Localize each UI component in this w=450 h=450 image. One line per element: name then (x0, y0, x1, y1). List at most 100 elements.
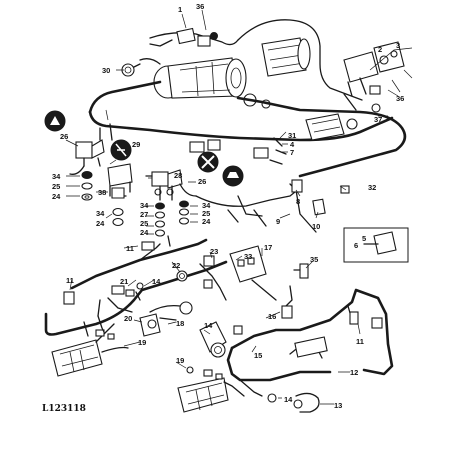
callout-36-right: 36 (396, 94, 404, 103)
connector-8 (291, 179, 303, 193)
lower-harness-upper (70, 238, 208, 290)
callout-32: 32 (368, 183, 376, 192)
callout-11-left: 11 (66, 276, 74, 285)
callout-13: 13 (334, 401, 342, 410)
callout-36-top: 36 (196, 2, 204, 11)
callout-18: 18 (176, 319, 184, 328)
fastener-14 (136, 282, 144, 290)
callout-37: 37 (374, 115, 382, 124)
callout-34-left: 34 (52, 172, 61, 181)
callout-21: 21 (120, 277, 128, 286)
callout-3: 3 (396, 41, 400, 50)
fastener-14-lower (267, 393, 277, 403)
callout-10: 10 (312, 222, 320, 231)
connector-35 (299, 263, 309, 279)
main-harness-lower-run (88, 110, 394, 142)
callout-6: 6 (354, 241, 358, 250)
main-harness-top (88, 80, 407, 178)
callout-34-right: 34 (202, 201, 211, 210)
callout-34-lower-left: 34 (96, 209, 105, 218)
callout-28: 28 (174, 171, 182, 180)
callout-19-right: 19 (176, 356, 184, 365)
connector-16 (281, 305, 293, 319)
callout-23: 23 (210, 247, 218, 256)
relay-assembly-top (149, 27, 218, 47)
callout-20: 20 (124, 314, 132, 323)
lower-harness-right (230, 288, 394, 376)
starter-motor (153, 57, 271, 109)
washer-stack-left-lower (112, 207, 124, 227)
key-switch-center (145, 169, 197, 201)
alternator (261, 37, 311, 77)
washer-stack-left (81, 171, 93, 201)
ground-clip-13 (293, 392, 320, 413)
inset-box-relay (343, 227, 409, 263)
callout-17: 17 (264, 243, 272, 252)
callout-1: 1 (178, 5, 182, 14)
callout-30: 30 (102, 66, 110, 75)
callout-33: 33 (244, 252, 252, 261)
callout-11-right: 11 (356, 337, 364, 346)
callout-12: 12 (350, 368, 358, 377)
fastener-19-right (186, 366, 194, 374)
callout-27: 27 (140, 210, 148, 219)
callout-15: 15 (254, 351, 262, 360)
callout-34-center: 34 (140, 201, 149, 210)
headlight-right (177, 369, 245, 413)
callout-14-upper: 14 (152, 277, 161, 286)
connector-11-left (63, 291, 75, 305)
callout-24-center: 24 (140, 228, 149, 237)
callout-25-center: 25 (140, 219, 148, 228)
callout-35: 35 (310, 255, 318, 264)
callout-24-lower-left: 24 (96, 219, 105, 228)
callout-11-mid: 11 (126, 244, 134, 253)
warning-lamp-horn-icon (44, 110, 66, 132)
starter-relay-block (305, 93, 381, 141)
callout-8: 8 (296, 197, 300, 206)
callout-9: 9 (276, 217, 280, 226)
washer-stack-right (178, 200, 190, 225)
washer-stack-center (154, 202, 166, 237)
callout-31: 31 (288, 131, 296, 140)
relay-29 (107, 163, 133, 199)
callout-5: 5 (362, 234, 366, 243)
callout-26-left: 26 (60, 132, 68, 141)
connector-11-right (349, 311, 359, 325)
connector-14-center (233, 325, 243, 335)
callout-2: 2 (378, 45, 382, 54)
sensor-20-18 (139, 301, 193, 337)
warning-lamp-fan-icon (197, 151, 219, 173)
callout-22: 22 (172, 261, 180, 270)
callout-4: 4 (290, 140, 295, 149)
callout-7: 7 (290, 148, 294, 157)
warning-lamp-temp-icon (110, 139, 132, 161)
connector-23 (203, 255, 215, 267)
switch-17-33 (229, 245, 277, 301)
callout-19-left: 19 (138, 338, 146, 347)
horn-15 (199, 321, 227, 358)
callout-25-right: 25 (202, 209, 210, 218)
grommet-22 (176, 270, 188, 282)
callout-24-left: 24 (52, 192, 61, 201)
callout-14-lower: 14 (284, 395, 293, 404)
switch-21 (111, 285, 135, 297)
key-switch-left (69, 123, 113, 175)
callout-38: 38 (98, 188, 106, 197)
callout-26-center: 26 (198, 177, 206, 186)
figure-code: L123118 (42, 404, 86, 414)
connector-23b (203, 279, 213, 289)
callout-25-left: 25 (52, 182, 60, 191)
lower-harness-left (44, 260, 228, 336)
connector-10 (312, 198, 326, 216)
fuse-block-center (189, 137, 287, 165)
fuse-holder-16 (294, 336, 328, 358)
connector-11-mid (141, 241, 155, 251)
headlight-left (51, 323, 129, 377)
callout-24-right: 24 (202, 217, 211, 226)
connector-11-far-right (371, 317, 383, 329)
callout-16: 16 (268, 312, 276, 321)
callout-29: 29 (132, 140, 140, 149)
warning-lamp-oil-icon (222, 165, 244, 187)
callout-14-center: 14 (204, 321, 213, 330)
